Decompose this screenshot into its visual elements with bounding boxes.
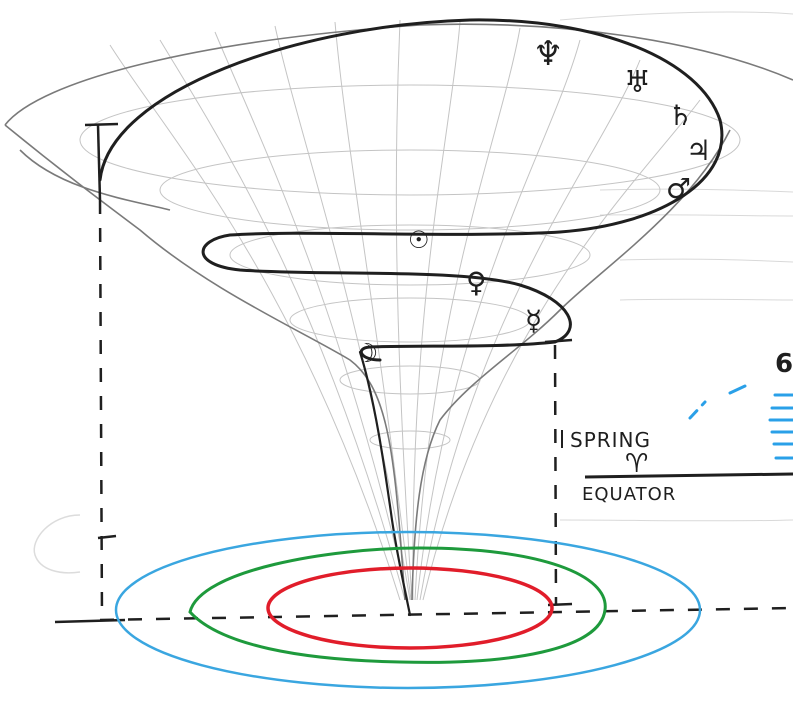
aries-symbol: ♈ [625, 449, 648, 479]
venus-symbol: ♀ [466, 266, 487, 299]
jupiter-symbol: ♃ [686, 134, 711, 167]
planet-symbols: ♆ ♅ ♄ ♃ ♂ ☉ ♀ ☿ ☽ [355, 34, 711, 369]
guide-ticks [54, 122, 573, 624]
sun-symbol: ☉ [408, 226, 430, 254]
funnel-grid [79, 19, 741, 601]
orbit-spiral [98, 18, 724, 617]
mercury-symbol: ☿ [525, 304, 542, 337]
uranus-symbol: ♅ [624, 65, 651, 100]
middle-ring-green [188, 546, 607, 664]
inner-ring-red [266, 566, 554, 650]
guide-lines [98, 199, 793, 622]
faint-circle [33, 514, 81, 574]
saturn-symbol: ♄ [668, 99, 693, 132]
mars-symbol: ♂ [666, 172, 691, 205]
blue-marker-doodles [688, 384, 793, 460]
equator-label-group: SPRING ♈ EQUATOR [561, 428, 793, 505]
moon-symbol: ☽ [355, 339, 378, 369]
base-rings [114, 530, 702, 690]
partial-digit: 6 [775, 349, 793, 379]
equator-label: EQUATOR [582, 484, 676, 505]
equator-line [584, 472, 793, 479]
outer-ring-blue [114, 530, 702, 690]
neptune-symbol: ♆ [533, 34, 563, 74]
spring-label: SPRING [570, 428, 651, 452]
funnel-outline [4, 23, 793, 601]
